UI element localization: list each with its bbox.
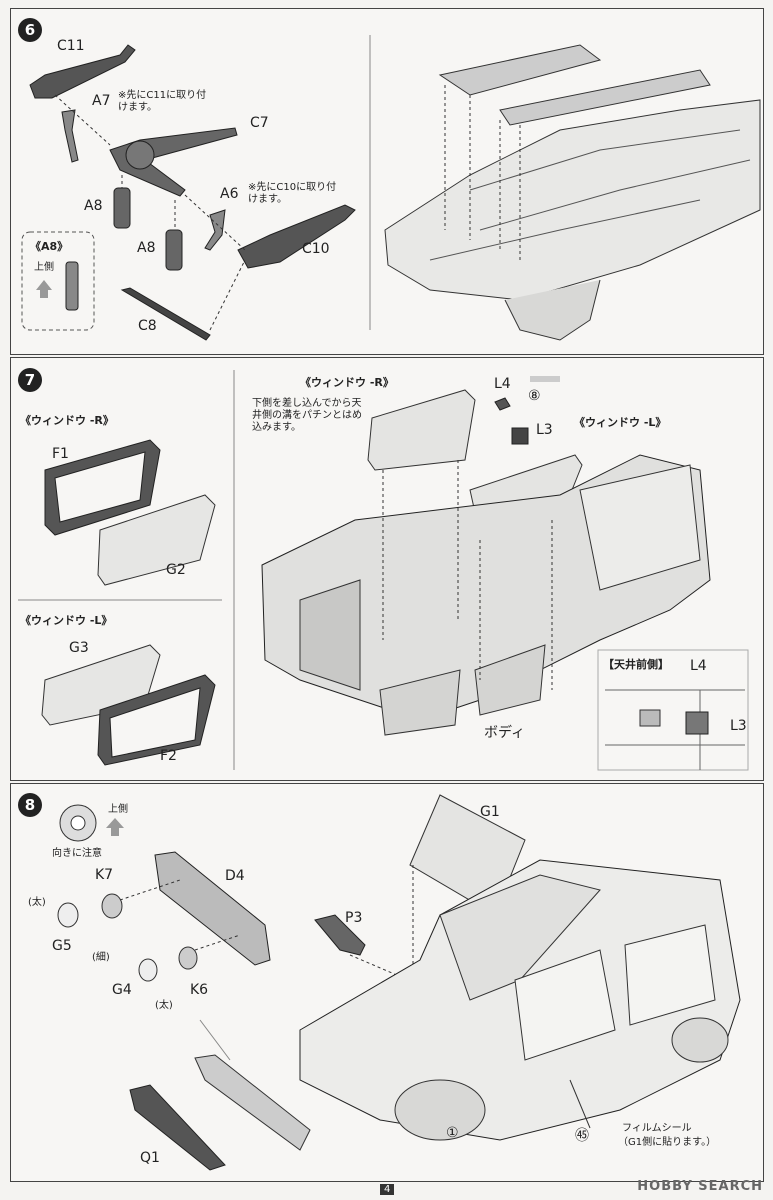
step-6-badge: 6 xyxy=(18,18,42,42)
step6-panel xyxy=(10,8,764,355)
part-k6: K6 xyxy=(190,982,209,998)
part-c10: C10 xyxy=(302,241,330,257)
part-q1: Q1 xyxy=(140,1150,160,1166)
win-l-main-label: 《ウィンドウ -L》 xyxy=(574,416,667,429)
win-r-title: 《ウィンドウ -R》 xyxy=(20,414,114,427)
part-l4: L4 xyxy=(494,376,511,392)
num-8: ⑧ xyxy=(528,388,541,404)
part-g5: G5 xyxy=(52,938,72,954)
step7-note: 下側を差し込んでから天井側の溝をパチンとはめ込みます。 xyxy=(252,398,362,433)
part-g3: G3 xyxy=(69,640,89,656)
orientation-note: 向きに注意 xyxy=(52,848,102,859)
win-r-main-label: 《ウィンドウ -R》 xyxy=(300,376,394,389)
roof-inset-title: 【天井前側】 xyxy=(603,658,669,671)
win-l-title: 《ウィンドウ -L》 xyxy=(20,614,113,627)
up-side-label: 上側 xyxy=(108,804,128,815)
part-g4: G4 xyxy=(112,982,132,998)
inset-part-l3: L3 xyxy=(730,718,747,734)
film-seal-note: （G1側に貼ります。） xyxy=(618,1137,717,1148)
watermark: HOBBY SEARCH xyxy=(637,1179,763,1194)
thick-label-2: (太) xyxy=(155,1000,173,1011)
inset-a8-title: 《A8》 xyxy=(30,240,69,253)
part-a8-2: A8 xyxy=(137,240,156,256)
step-7-badge: 7 xyxy=(18,368,42,392)
thin-label: (細) xyxy=(92,952,110,963)
part-k7: K7 xyxy=(95,867,114,883)
part-c8: C8 xyxy=(138,318,157,334)
step-8-badge: 8 xyxy=(18,793,42,817)
thick-label-1: (太) xyxy=(28,897,46,908)
part-a6: A6 xyxy=(220,186,239,202)
part-g1: G1 xyxy=(480,804,500,820)
page-number: 4 xyxy=(380,1184,395,1195)
num-45: ㊺ xyxy=(575,1128,589,1144)
part-a7: A7 xyxy=(92,93,111,109)
part-l3: L3 xyxy=(536,422,553,438)
part-f1: F1 xyxy=(52,446,69,462)
part-p3: P3 xyxy=(345,910,363,926)
part-f2: F2 xyxy=(160,748,177,764)
body-label: ボディ xyxy=(484,725,526,741)
inset-a8-up: 上側 xyxy=(34,262,54,273)
num-1: ① xyxy=(446,1125,459,1141)
part-g2: G2 xyxy=(166,562,186,578)
note-a7: ※先にC11に取り付けます。 xyxy=(118,90,207,113)
part-c11: C11 xyxy=(57,38,85,54)
inset-part-l4: L4 xyxy=(690,658,707,674)
film-seal-label: フィルムシール xyxy=(622,1123,692,1134)
part-c7: C7 xyxy=(250,115,269,131)
part-a8-1: A8 xyxy=(84,198,103,214)
part-d4: D4 xyxy=(225,868,245,884)
note-a6: ※先にC10に取り付けます。 xyxy=(248,182,337,205)
